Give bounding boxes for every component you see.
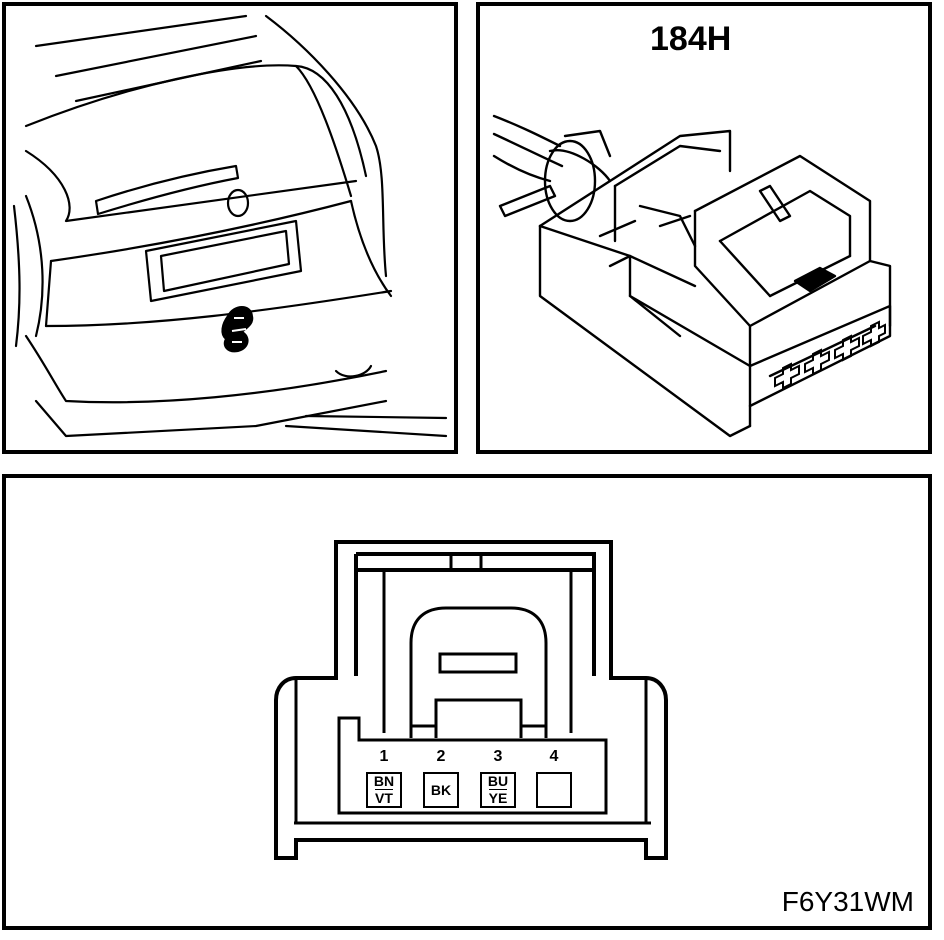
connector-location-icon bbox=[221, 306, 254, 353]
connector-face-outline bbox=[274, 540, 668, 860]
pin-2-number: 2 bbox=[436, 748, 446, 765]
connector-perspective-illustration bbox=[492, 114, 892, 438]
vehicle-location-panel bbox=[2, 2, 458, 454]
connector-label: 184H bbox=[650, 20, 732, 58]
connector-view-panel: 184H bbox=[476, 2, 932, 454]
pin-4-number: 4 bbox=[549, 748, 559, 765]
figure-code: F6Y31WM bbox=[781, 886, 914, 917]
vehicle-rear-illustration bbox=[12, 14, 448, 438]
terminal-cavities bbox=[774, 320, 886, 390]
pin-3-number: 3 bbox=[493, 748, 503, 765]
pin-2-wire-color: BK bbox=[423, 772, 459, 808]
pin-4-wire-color bbox=[536, 772, 572, 808]
pin-1-number: 1 bbox=[379, 748, 389, 765]
